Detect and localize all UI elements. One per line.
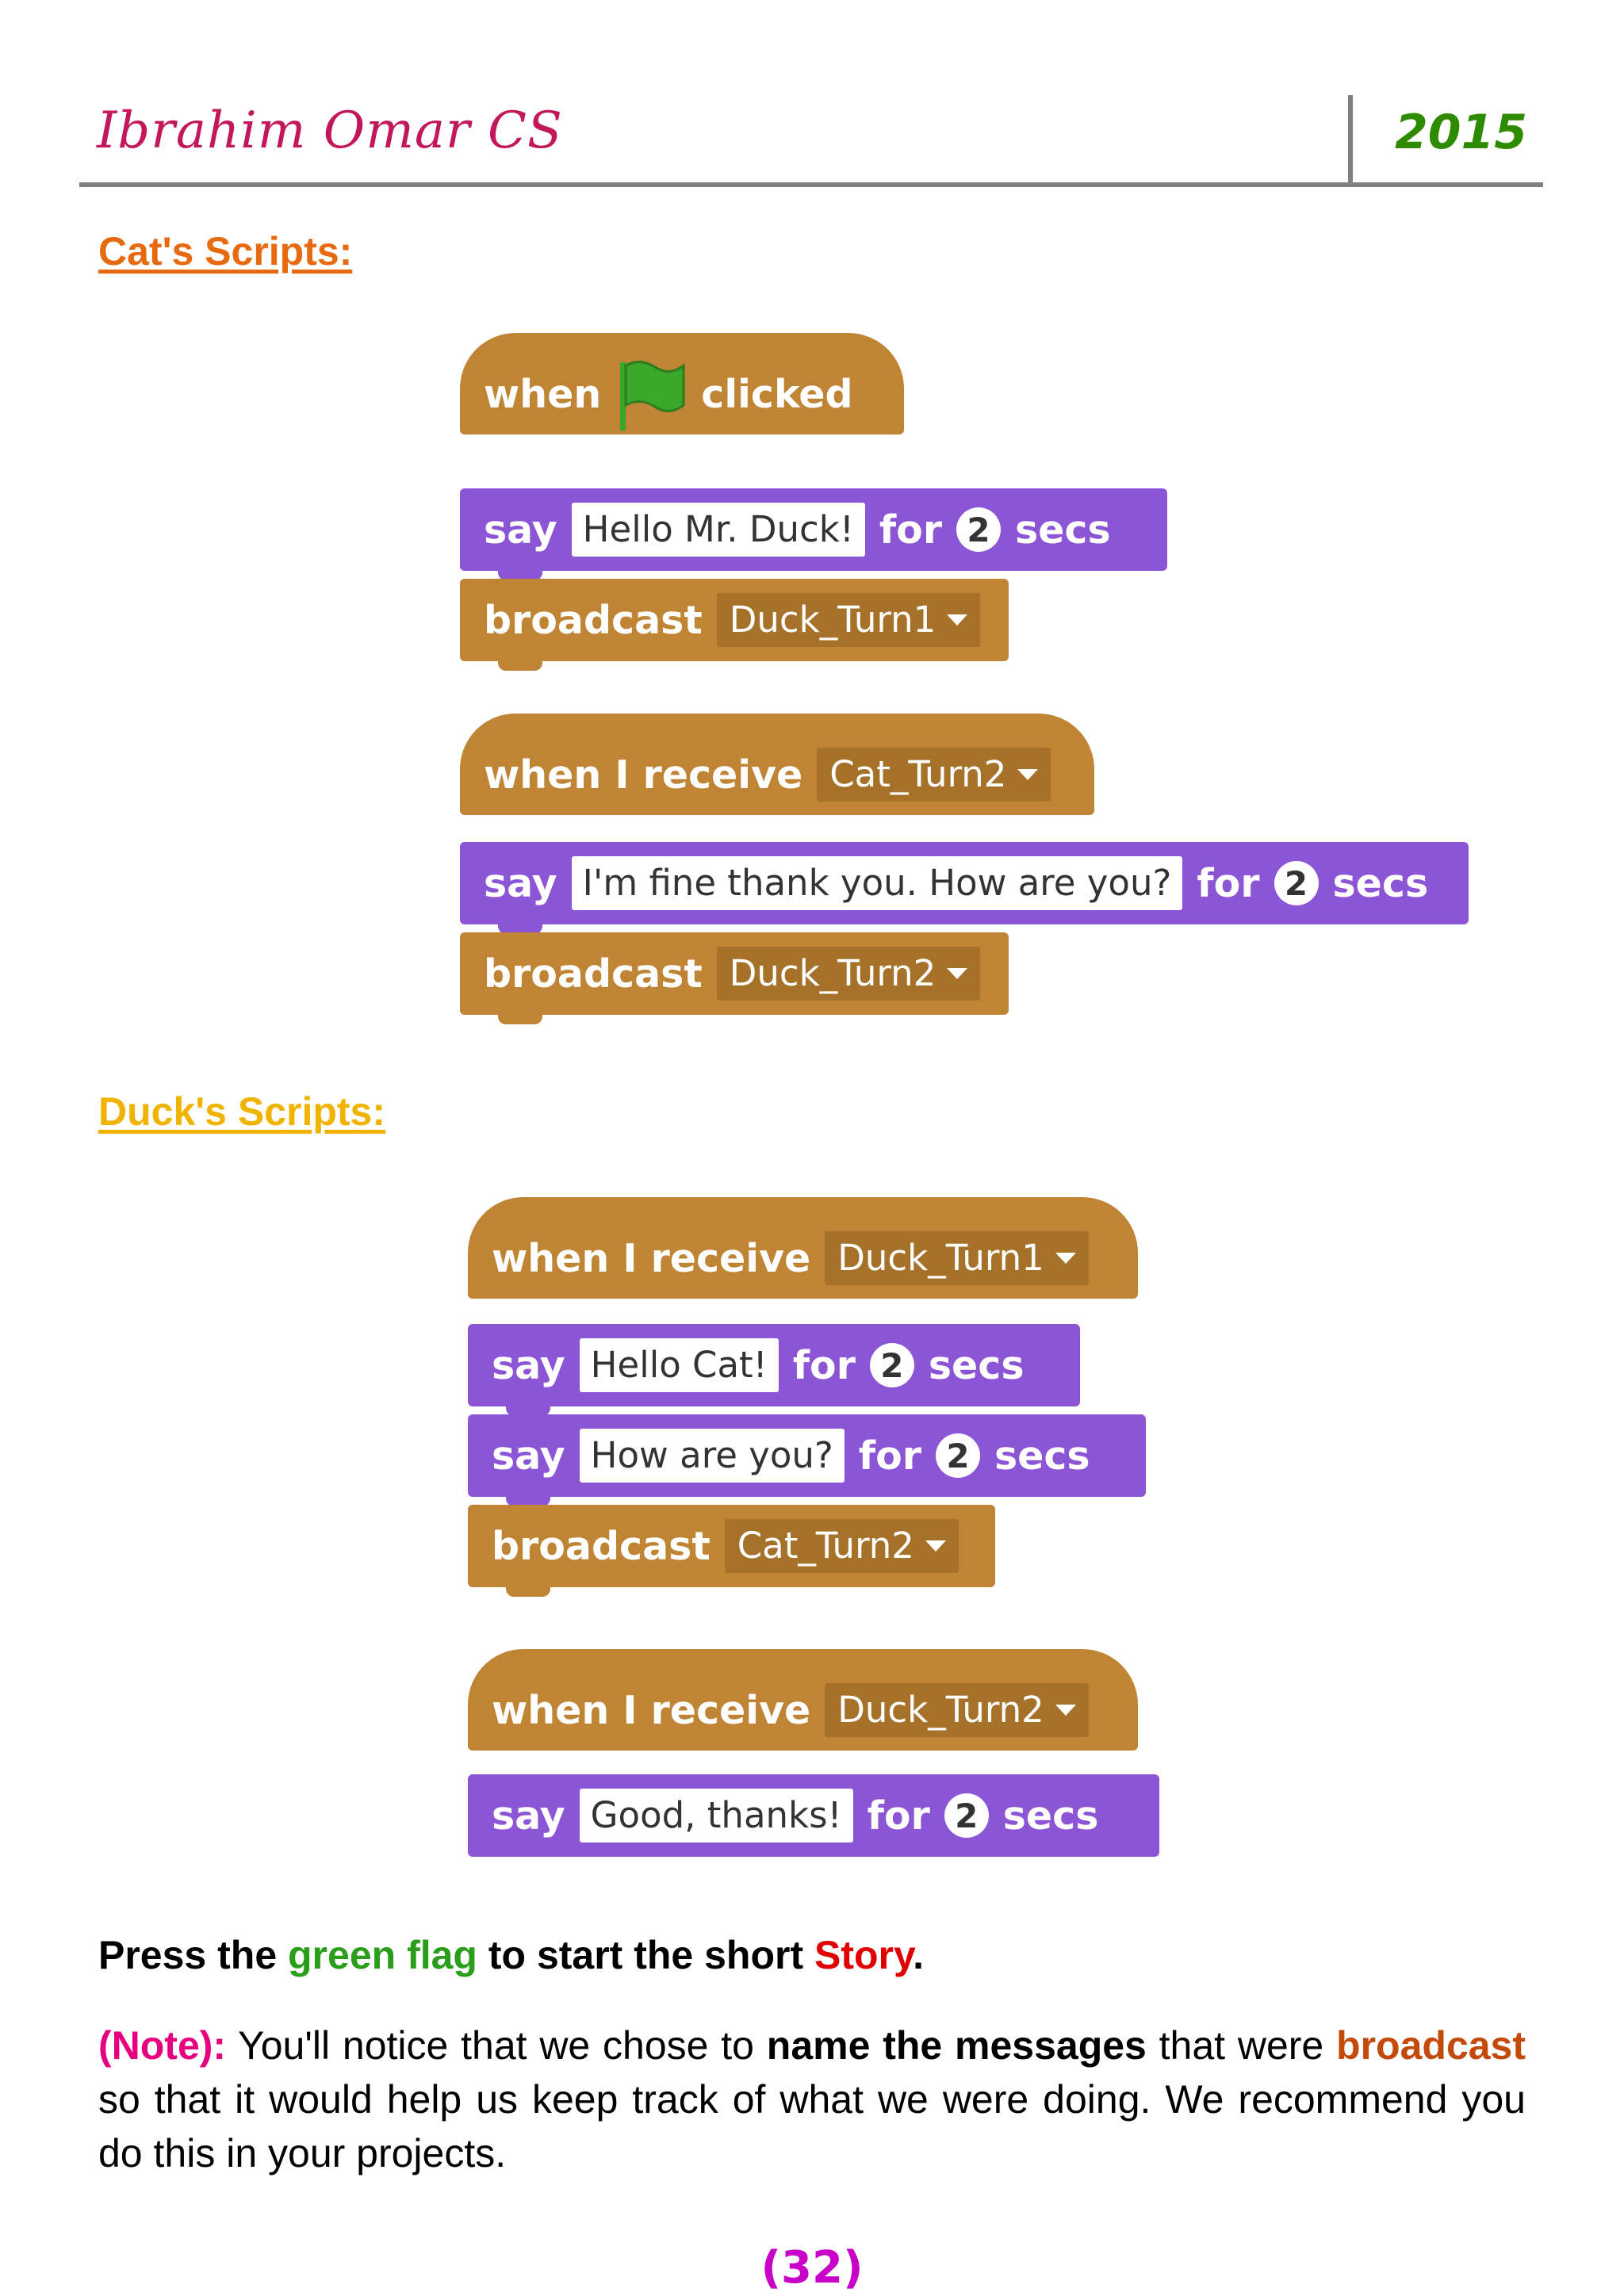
block-notch	[506, 1405, 550, 1416]
block-notch	[498, 923, 542, 934]
broadcast-label: broadcast	[492, 1523, 710, 1569]
duck-script-receive-duck-turn1: when I receive Duck_Turn1 say Hello Cat!…	[468, 1197, 1166, 1609]
header-divider	[79, 182, 1543, 187]
story-highlight: Story	[814, 1933, 914, 1977]
say-label: say	[492, 1433, 565, 1479]
chevron-down-icon	[1055, 1253, 1076, 1264]
for-label: for	[858, 1433, 921, 1479]
say-message-input[interactable]: I'm fine thank you. How are you?	[571, 856, 1183, 910]
say-message-input[interactable]: How are you?	[579, 1429, 845, 1483]
chevron-down-icon	[947, 614, 968, 626]
note-part3: so that it would help us keep track of w…	[98, 2077, 1526, 2175]
secs-number-input[interactable]: 2	[869, 1343, 914, 1387]
say-message-input[interactable]: Hello Cat!	[579, 1338, 779, 1392]
instruction-part2: to start the short	[477, 1933, 814, 1977]
block-notch	[506, 1495, 550, 1506]
when-i-receive-label: when I receive	[492, 1687, 811, 1733]
clicked-label: clicked	[701, 371, 853, 417]
dropdown-value: Cat_Turn2	[829, 753, 1007, 795]
green-flag-icon	[620, 361, 685, 430]
dropdown-value: Duck_Turn1	[729, 599, 936, 641]
secs-label: secs	[1015, 507, 1111, 553]
secs-label: secs	[994, 1433, 1090, 1479]
instruction-text: Press the green flag to start the short …	[98, 1928, 1526, 1982]
note-paragraph: (Note): You'll notice that we chose to n…	[98, 2019, 1526, 2180]
secs-label: secs	[928, 1342, 1025, 1388]
note-bold-text: name the messages	[766, 2023, 1147, 2068]
chevron-down-icon	[925, 1540, 946, 1552]
chevron-down-icon	[947, 968, 968, 979]
instruction-part1: Press the	[98, 1933, 289, 1977]
page-number: (32)	[760, 2242, 864, 2294]
say-block[interactable]: say Hello Cat! for 2 secs	[468, 1324, 1080, 1416]
say-block[interactable]: say I'm fine thank you. How are you? for…	[460, 842, 1469, 934]
secs-label: secs	[1002, 1793, 1099, 1839]
block-notch	[498, 660, 542, 671]
when-i-receive-block[interactable]: when I receive Cat_Turn2	[460, 714, 1094, 815]
cat-scripts-heading: Cat's Scripts:	[98, 229, 353, 274]
duck-script-receive-duck-turn2: when I receive Duck_Turn2 say Good, than…	[468, 1649, 1166, 1871]
when-i-receive-block[interactable]: when I receive Duck_Turn1	[468, 1197, 1138, 1299]
when-i-receive-label: when I receive	[492, 1235, 811, 1281]
header-year: 2015	[1395, 105, 1527, 160]
receive-message-dropdown[interactable]: Duck_Turn1	[825, 1231, 1089, 1285]
broadcast-label: broadcast	[484, 597, 703, 643]
say-label: say	[484, 507, 557, 553]
broadcast-block[interactable]: broadcast Duck_Turn2	[460, 932, 1009, 1024]
say-block[interactable]: say How are you? for 2 secs	[468, 1414, 1146, 1506]
for-label: for	[867, 1793, 930, 1839]
note-label: (Note):	[98, 2023, 227, 2068]
broadcast-block[interactable]: broadcast Duck_Turn1	[460, 579, 1009, 671]
note-broadcast-highlight: broadcast	[1336, 2023, 1526, 2068]
note-part2: that were	[1146, 2023, 1337, 2068]
instruction-part3: .	[913, 1933, 925, 1977]
when-i-receive-label: when I receive	[484, 752, 803, 798]
say-label: say	[492, 1342, 565, 1388]
chevron-down-icon	[1055, 1705, 1076, 1716]
broadcast-label: broadcast	[484, 951, 703, 997]
chevron-down-icon	[1017, 769, 1039, 780]
note-part1: You'll notice that we chose to	[226, 2023, 767, 2068]
cat-script-receive-cat-turn2: when I receive Cat_Turn2 say I'm fine th…	[460, 714, 1475, 1047]
header-title: Ibrahim Omar CS	[97, 101, 563, 160]
broadcast-message-dropdown[interactable]: Duck_Turn1	[716, 593, 981, 647]
say-block[interactable]: say Good, thanks! for 2 secs	[468, 1774, 1159, 1857]
secs-number-input[interactable]: 2	[1274, 861, 1319, 905]
dropdown-value: Duck_Turn2	[729, 952, 936, 994]
broadcast-block[interactable]: broadcast Cat_Turn2	[468, 1505, 995, 1597]
say-message-input[interactable]: Hello Mr. Duck!	[571, 503, 865, 557]
secs-number-input[interactable]: 2	[956, 507, 1002, 552]
block-notch	[498, 569, 542, 580]
dropdown-value: Duck_Turn2	[837, 1689, 1044, 1731]
for-label: for	[1197, 860, 1260, 906]
duck-scripts-heading: Duck's Scripts:	[98, 1089, 386, 1134]
cat-script-green-flag: when clicked say Hello Mr. Duck! for 2 s…	[460, 333, 1174, 690]
green-flag-highlight: green flag	[288, 1933, 477, 1977]
for-label: for	[792, 1342, 856, 1388]
when-flag-clicked-block[interactable]: when clicked	[460, 333, 904, 434]
when-label: when	[484, 371, 602, 417]
secs-number-input[interactable]: 2	[944, 1793, 989, 1838]
say-label: say	[484, 860, 557, 906]
broadcast-message-dropdown[interactable]: Cat_Turn2	[724, 1519, 959, 1573]
secs-number-input[interactable]: 2	[935, 1433, 980, 1478]
receive-message-dropdown[interactable]: Duck_Turn2	[825, 1683, 1089, 1737]
dropdown-value: Duck_Turn1	[837, 1237, 1044, 1279]
say-label: say	[492, 1793, 565, 1839]
receive-message-dropdown[interactable]: Cat_Turn2	[817, 748, 1051, 802]
block-notch	[498, 1013, 542, 1024]
say-message-input[interactable]: Good, thanks!	[579, 1789, 853, 1843]
dropdown-value: Cat_Turn2	[737, 1525, 914, 1567]
say-block[interactable]: say Hello Mr. Duck! for 2 secs	[460, 488, 1167, 580]
block-notch	[506, 1586, 550, 1597]
header-divider-vertical	[1348, 95, 1353, 186]
for-label: for	[879, 507, 943, 553]
secs-label: secs	[1332, 860, 1429, 906]
when-i-receive-block[interactable]: when I receive Duck_Turn2	[468, 1649, 1138, 1751]
broadcast-message-dropdown[interactable]: Duck_Turn2	[716, 947, 981, 1001]
